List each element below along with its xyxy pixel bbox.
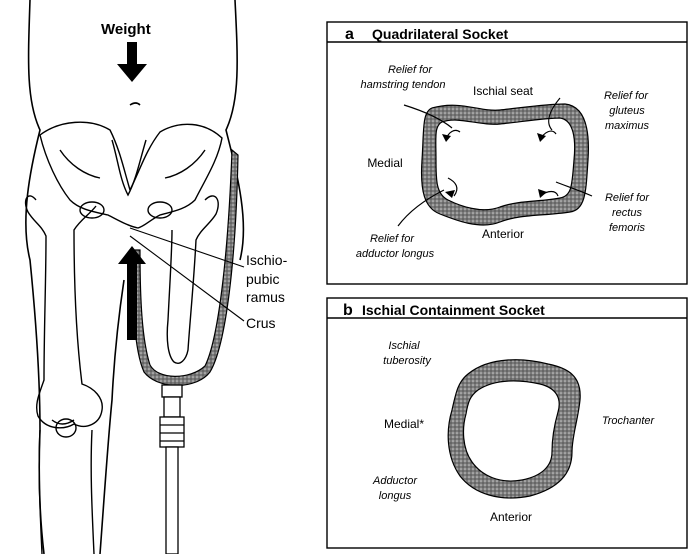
relief-gluteus-label-2: gluteus — [609, 105, 645, 117]
ischio-pubic-label-3: ramus — [246, 289, 285, 305]
panel-b-title: Ischial Containment Socket — [362, 302, 545, 318]
weight-label: Weight — [101, 21, 151, 38]
femur-right — [167, 196, 218, 363]
adductor-longus-label-1: Adductor — [372, 475, 418, 487]
relief-rectus-label-1: Relief for — [605, 192, 650, 204]
ischio-pubic-label-1: Ischio- — [246, 252, 288, 268]
ischial-seat-label: Ischial seat — [473, 84, 534, 98]
ischial-tuberosity-label-1: Ischial — [388, 340, 420, 352]
prosthetic-socket — [132, 150, 238, 386]
adductor-longus-label-2: longus — [379, 490, 412, 502]
panel-b-letter: b — [343, 302, 353, 319]
relief-adductor-label-1: Relief for — [370, 233, 415, 245]
ischial-tuberosity-label-2: tuberosity — [383, 355, 432, 367]
femur-left — [26, 196, 103, 554]
panel-a: a Quadrilateral Socket Relief for hamstr… — [327, 22, 687, 284]
medial-label-a: Medial — [367, 156, 402, 170]
weight-arrow — [117, 42, 147, 82]
relief-gluteus-label-3: maximus — [605, 120, 650, 132]
relief-adductor-label-2: adductor longus — [356, 248, 435, 260]
ischio-pubic-label-2: pubic — [246, 271, 279, 287]
panel-a-letter: a — [345, 26, 354, 43]
anterior-label-a: Anterior — [482, 227, 524, 241]
medial-label-b: Medial* — [384, 417, 424, 431]
relief-hamstring-label-2: hamstring tendon — [361, 79, 446, 91]
relief-hamstring-label-1: Relief for — [388, 64, 433, 76]
trochanter-label: Trochanter — [602, 415, 656, 427]
panel-b: b Ischial Containment Socket Ischial tub… — [327, 298, 687, 548]
relief-rectus-label-3: femoris — [609, 222, 646, 234]
relief-rectus-label-2: rectus — [612, 207, 642, 219]
crus-label: Crus — [246, 315, 276, 331]
relief-gluteus-label-1: Relief for — [604, 90, 649, 102]
prosthetic-pylon — [160, 385, 184, 554]
panel-a-title: Quadrilateral Socket — [372, 26, 509, 42]
pelvis — [40, 122, 222, 228]
anterior-label-b: Anterior — [490, 510, 532, 524]
